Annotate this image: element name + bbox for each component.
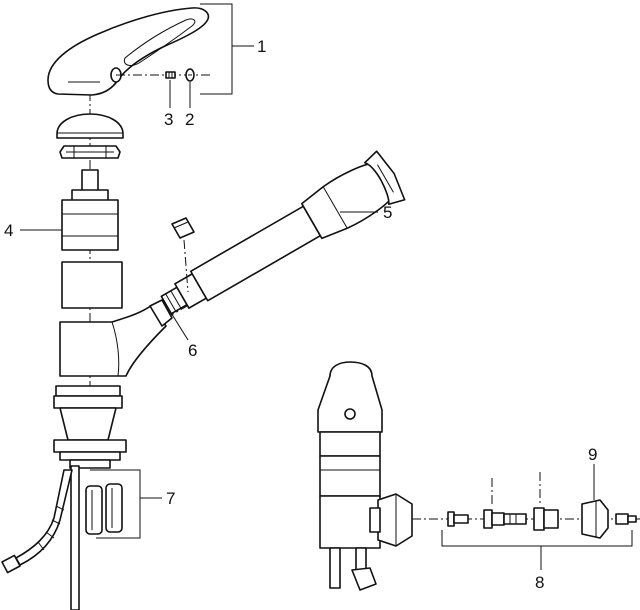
- grub-screw: [165, 71, 176, 79]
- lever-handle: [47, 7, 210, 96]
- bracket-1: [200, 3, 233, 95]
- mounting-spacers: [85, 483, 123, 535]
- callout-5: 5: [383, 203, 392, 222]
- callout-4: 4: [4, 221, 13, 240]
- cartridge: [61, 169, 119, 251]
- callout-2: 2: [185, 110, 194, 129]
- faucet-body: [59, 299, 173, 377]
- callout-3: 3: [164, 110, 173, 129]
- callout-1: 1: [257, 37, 266, 56]
- aerator-insert: [171, 217, 195, 239]
- side-valve-nut: [369, 493, 413, 547]
- dome-cover: [56, 113, 124, 139]
- callout-8: 8: [535, 573, 544, 592]
- bracket-8: [441, 530, 633, 547]
- callout-9: 9: [588, 445, 597, 464]
- bracket-7: [90, 469, 141, 539]
- aerator-axis: [183, 239, 189, 293]
- pull-out-spray: [160, 150, 406, 315]
- callout-7: 7: [166, 489, 175, 508]
- supply-hoses: [1, 465, 80, 610]
- callout-6: 6: [188, 341, 197, 360]
- cover-cap: [185, 68, 195, 82]
- assembled-faucet-view: [317, 361, 383, 591]
- retaining-nut: [59, 145, 121, 159]
- sleeve: [61, 261, 123, 309]
- leader-6: [167, 307, 189, 341]
- mounting-base: [53, 385, 127, 469]
- valve-kit-parts: [447, 499, 637, 539]
